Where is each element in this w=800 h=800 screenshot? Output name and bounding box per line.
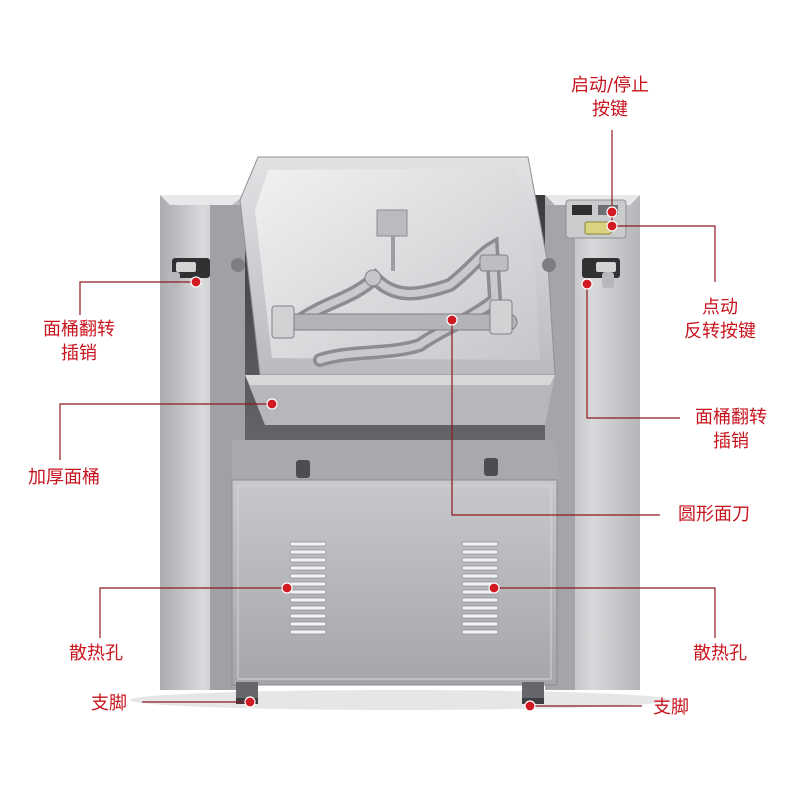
callout-dots: [190, 206, 618, 712]
leg-right: [522, 682, 544, 704]
label-leg-right: 支脚: [646, 696, 696, 720]
vent-slot: [461, 549, 499, 555]
vent-slot: [461, 573, 499, 579]
vent-slot: [461, 589, 499, 595]
label-line: 圆形面刀: [678, 504, 750, 525]
pivot-left: [231, 258, 245, 272]
vent-slots-right: [461, 541, 499, 635]
vent-slot: [289, 557, 327, 563]
callout-lines: [59, 130, 716, 707]
bowl-bracket: [376, 209, 408, 271]
vent-slot: [289, 613, 327, 619]
label-line: 加厚面桶: [28, 467, 100, 488]
vent-slot: [461, 541, 499, 547]
floor-shadow: [130, 690, 670, 710]
left-flip-pin: [168, 258, 210, 288]
label-line: 插销: [713, 431, 749, 452]
vent-slot: [461, 557, 499, 563]
vent-slot: [461, 629, 499, 635]
label-right-flip-pin: 面桶翻转 插销: [676, 406, 786, 454]
vent-slot: [461, 565, 499, 571]
label-jog-reverse-button: 点动 反转按键: [660, 296, 780, 344]
label-vent-right: 散热孔: [680, 642, 760, 666]
control-panel: [565, 199, 627, 239]
label-thick-bowl: 加厚面桶: [14, 466, 114, 490]
vent-slot: [289, 621, 327, 627]
vent-slot: [289, 629, 327, 635]
vent-slot: [461, 621, 499, 627]
vent-slot: [289, 573, 327, 579]
label-line: 散热孔: [693, 643, 747, 664]
vent-slots-left: [289, 541, 327, 635]
label-line: 支脚: [91, 693, 127, 714]
label-line: 面桶翻转: [695, 407, 767, 428]
pivot-right: [542, 258, 556, 272]
bowl-support-shelf: [232, 440, 560, 482]
vent-slot: [461, 605, 499, 611]
label-line: 反转按键: [684, 321, 756, 342]
label-line: 支脚: [653, 697, 689, 718]
label-line: 点动: [702, 297, 738, 318]
vent-slot: [461, 597, 499, 603]
label-line: 面桶翻转: [43, 319, 115, 340]
vent-slot: [289, 581, 327, 587]
vent-slot: [289, 549, 327, 555]
vent-slot: [289, 605, 327, 611]
vent-slot: [289, 597, 327, 603]
label-line: 启动/停止: [570, 75, 650, 96]
label-round-blade: 圆形面刀: [664, 503, 764, 527]
vent-slot: [461, 613, 499, 619]
vent-slot: [461, 581, 499, 587]
vent-slot: [289, 565, 327, 571]
vent-slot: [289, 589, 327, 595]
right-flip-pin: [582, 258, 620, 288]
front-cabinet: [231, 479, 558, 686]
label-line: 按键: [592, 99, 628, 120]
label-line: 散热孔: [69, 643, 123, 664]
label-start-stop-button: 启动/停止 按键: [550, 74, 670, 122]
label-left-flip-pin: 面桶翻转 插销: [24, 318, 134, 366]
label-vent-left: 散热孔: [56, 642, 136, 666]
label-leg-left: 支脚: [84, 692, 134, 716]
dough-hook: [271, 236, 518, 367]
label-line: 插销: [61, 343, 97, 364]
vent-slot: [289, 541, 327, 547]
